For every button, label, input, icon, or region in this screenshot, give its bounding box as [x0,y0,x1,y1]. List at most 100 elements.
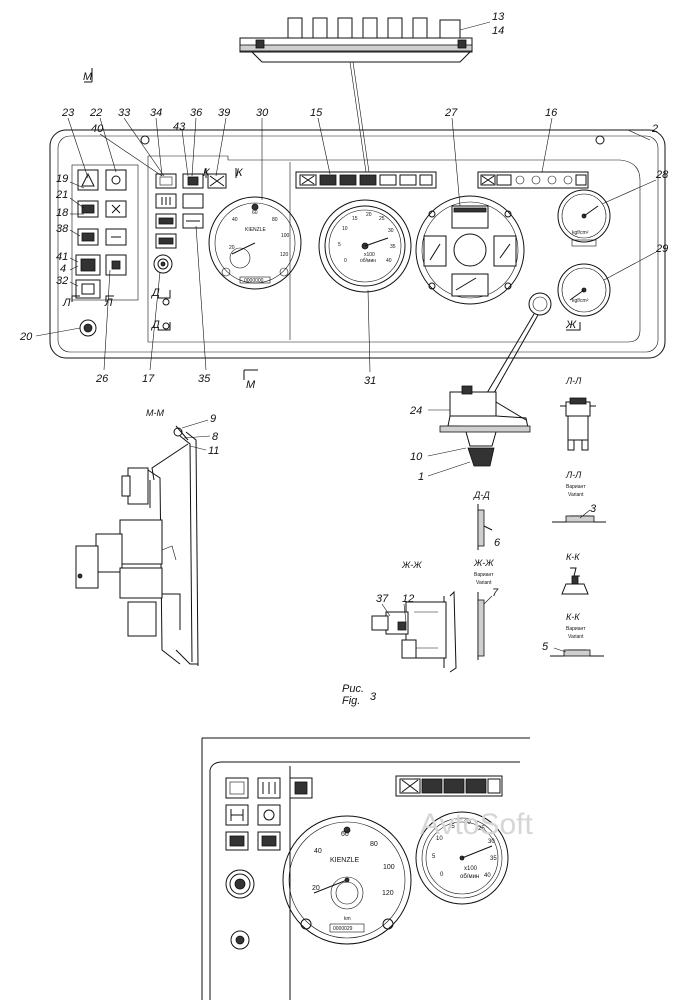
instrument-panel [49,129,666,359]
watermark: AvtoSoft [420,808,534,841]
detail-rev-tick-15: 15 [448,824,455,830]
rev-unit: об/мин [360,258,376,264]
rev-tick-10: 10 [342,226,348,232]
callout-39: 39 [218,107,230,119]
callout-17: 17 [142,373,155,385]
section-mark-zh: Ж [565,319,577,331]
rev-tick-35: 35 [390,244,396,250]
rev-tick-15: 15 [352,216,358,222]
rev-tick-40: 40 [386,258,392,264]
detail-rev-tick-25: 25 [478,826,485,832]
detail-panel-view [201,737,530,1000]
tacho-tick-80: 80 [272,217,278,223]
section-mark-d-lower: Д [150,319,160,331]
callout-40: 40 [91,123,104,135]
callout-14: 14 [492,25,504,37]
detail-rev-tick-10: 10 [436,836,443,842]
callout-11: 11 [208,445,219,457]
section-ll-variant-drawing [552,515,606,523]
kk-variant-ru: Вариант [566,626,586,632]
section-title-kk: К-К [566,552,580,562]
detail-tacho-tick-60: 60 [341,831,349,838]
section-mark-k-right: К [236,167,243,179]
callout-38: 38 [56,223,69,235]
detail-tacho-tick-80: 80 [370,841,378,848]
section-kk-variant-drawing [550,649,604,657]
rev-tick-30: 30 [388,228,394,234]
detail-tachograph-gauge [282,815,412,945]
rev-multiplier: x100 [364,252,375,258]
kk-variant-en: Variant [568,634,584,640]
round-lamp [483,292,581,401]
section-mark-d-upper: Д [150,287,160,299]
callout-24: 24 [409,405,422,417]
detail-rev-tick-5: 5 [432,854,436,860]
callout-4: 4 [60,263,66,275]
section-kk-drawing [561,567,589,595]
left-switch-block [71,164,139,302]
callout-12: 12 [402,593,414,605]
section-title-mm: М-М [146,408,164,418]
callout-6: 6 [494,537,501,549]
section-title-dd: Д-Д [473,490,490,500]
callout-27: 27 [444,107,458,119]
detail-rev-tick-30: 30 [488,839,495,845]
callout-19: 19 [56,173,68,185]
callout-1: 1 [418,471,424,483]
rev-counter-gauge [318,199,412,293]
detail-tacho-tick-120: 120 [382,890,394,897]
section-dd-drawing [477,504,493,550]
top-switch-strip [239,17,491,173]
rev-tick-0: 0 [344,258,347,264]
pressure-gauge-29 [557,263,611,317]
detail-tacho-tick-20: 20 [312,885,320,892]
callout-37: 37 [376,593,389,605]
callout-7: 7 [492,587,499,599]
callout-26: 26 [95,373,109,385]
callout-29: 29 [655,243,668,255]
combination-gauge [415,195,525,305]
callout-32: 32 [56,275,68,287]
detail-rev-counter [415,811,509,905]
figure-caption-number: 3 [370,691,377,703]
warning-lamp-block-15 [295,171,437,189]
detail-tacho-brand: KIENZLE [330,857,360,864]
rev-tick-20: 20 [366,212,372,218]
callout-43: 43 [173,121,186,133]
press-unit-29: kgf/cm² [572,298,589,304]
section-title-ll-variant: Л-Л [565,470,582,480]
zhzh-variant-en: Variant [476,580,492,586]
callout-8: 8 [212,431,219,443]
detail-tacho-tick-40: 40 [314,848,322,855]
callout-33: 33 [118,107,131,119]
section-mark-m-bottom [243,369,258,380]
section-mark-l-left: Л [62,297,71,309]
callout-16: 16 [545,107,558,119]
tacho-tick-40: 40 [232,217,238,223]
callout-35: 35 [198,373,211,385]
callout-3: 3 [590,503,597,515]
section-title-kk-variant: К-К [566,612,580,622]
section-zhzh-drawing [371,590,457,673]
callout-21: 21 [55,189,68,201]
detail-rev-tick-20: 20 [464,820,471,826]
detail-rev-unit: об/мин [460,874,479,880]
warning-lamp-block-16 [477,171,589,189]
figure-caption-en: Fig. [342,695,360,707]
detail-tacho-odometer: 0000029 [333,926,353,932]
callout-22: 22 [89,107,102,119]
section-zhzh-variant-drawing [477,592,485,660]
pressure-gauge-28 [557,189,611,247]
section-mm-drawing [75,425,199,667]
tacho-tick-100: 100 [281,233,290,239]
section-title-zhzh-variant: Ж-Ж [473,558,494,568]
callout-18: 18 [56,207,69,219]
detail-tacho-unit: km [344,916,351,922]
section-mark-m-label-bottom: М [246,379,256,391]
tacho-brand: KIENZLE [245,227,267,233]
rev-tick-25: 25 [379,216,385,222]
detail-rev-tick-40: 40 [484,873,491,879]
ll-variant-ru: Вариант [566,484,586,490]
callout-23: 23 [61,107,75,119]
